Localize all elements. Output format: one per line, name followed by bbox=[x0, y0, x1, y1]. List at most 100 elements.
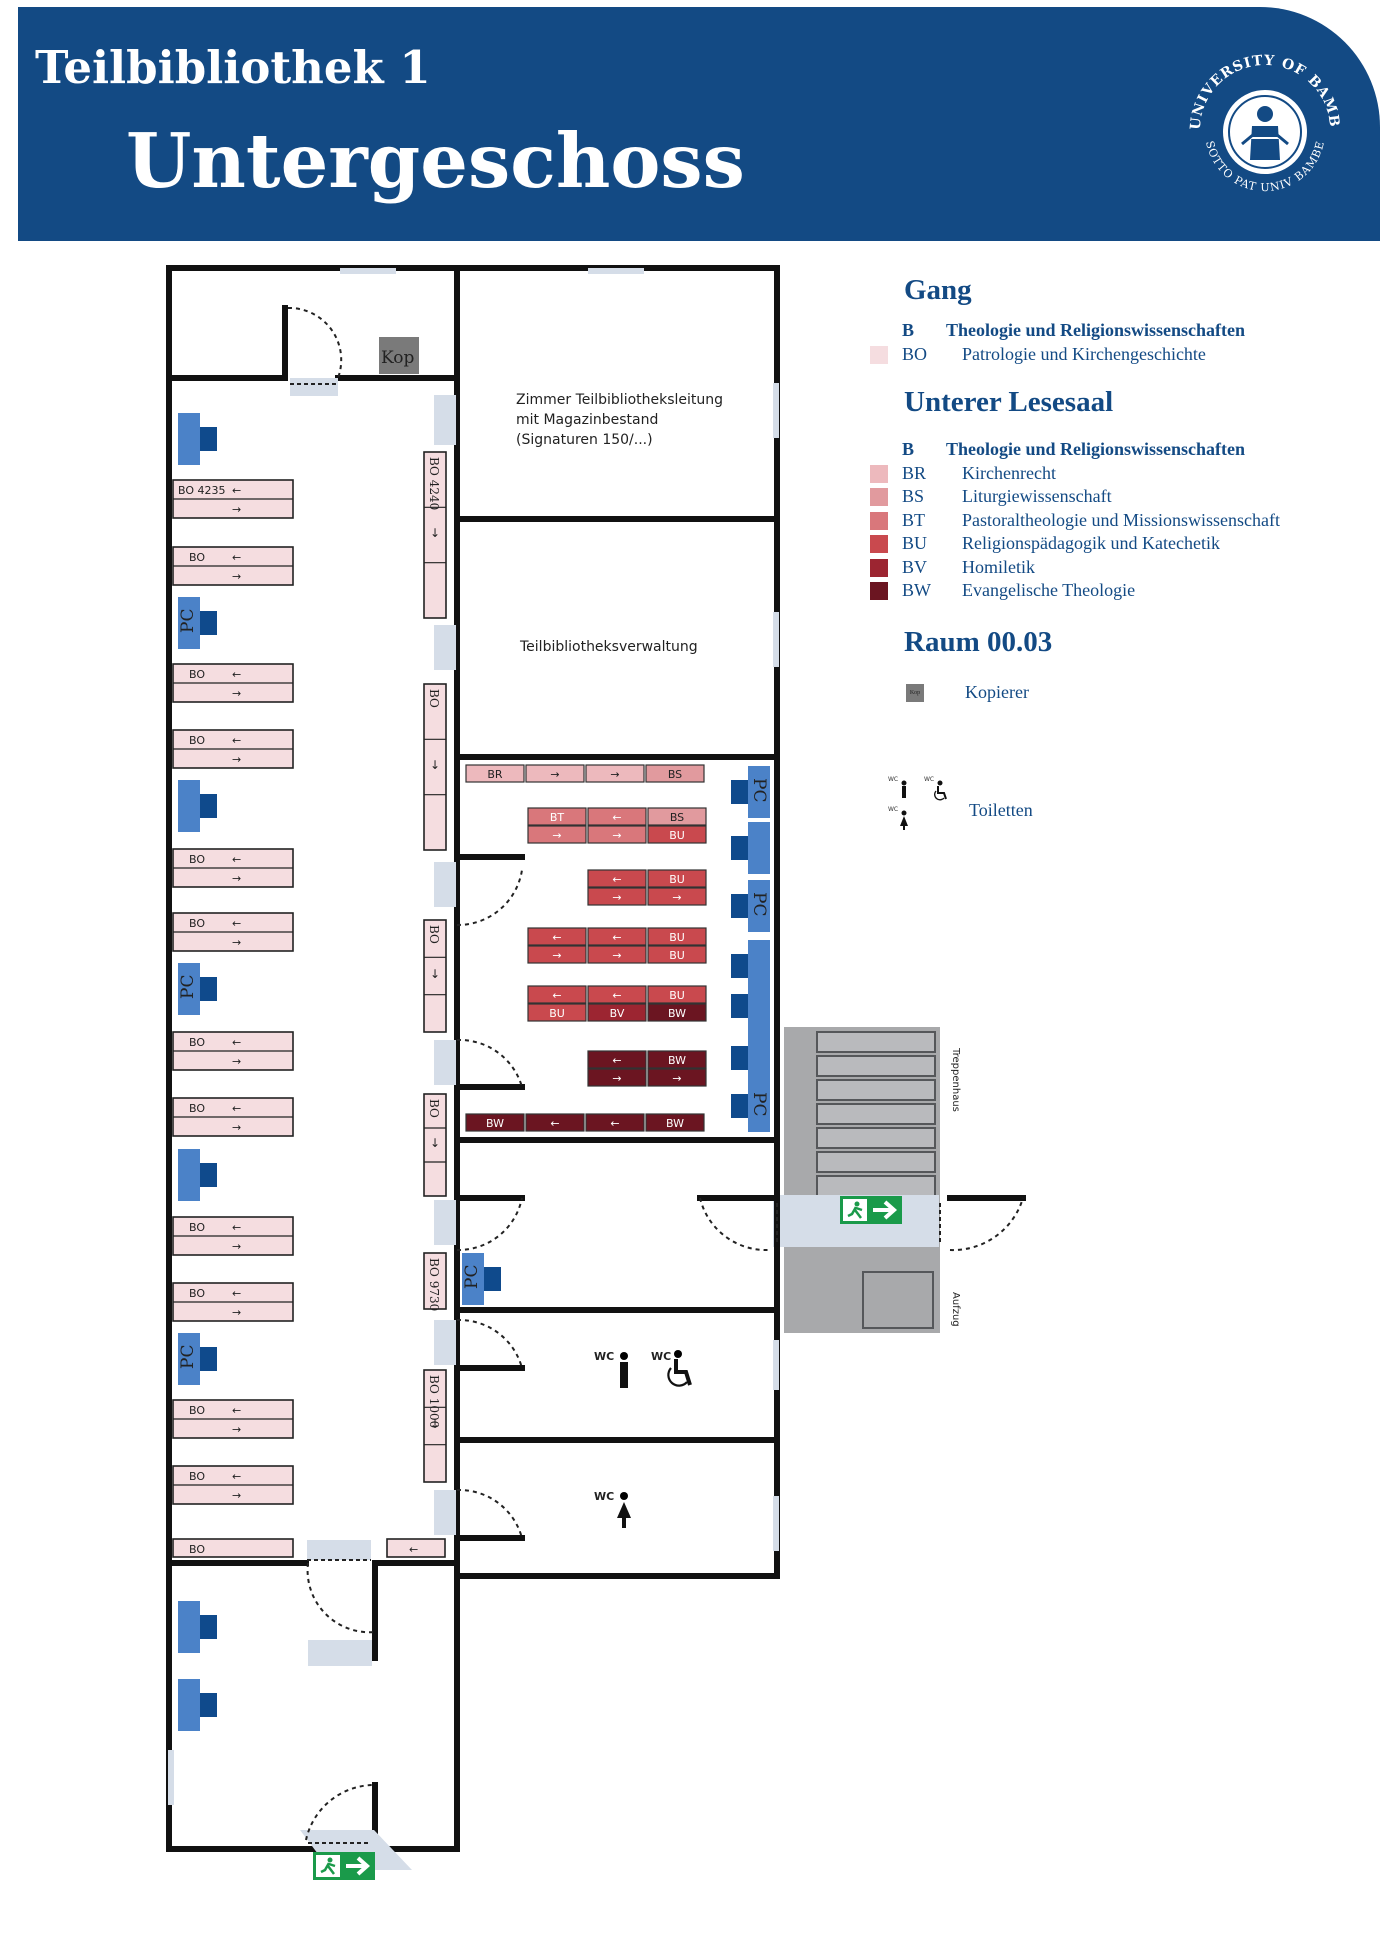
stair-step bbox=[816, 1151, 936, 1173]
shelf-label: → bbox=[612, 1072, 621, 1085]
shelf-label: ← bbox=[552, 931, 561, 944]
shelf-label: BV bbox=[610, 1007, 625, 1020]
toilet-icons bbox=[900, 780, 947, 830]
legend-label: Theologie und Religionswissenschaften bbox=[946, 439, 1246, 459]
bookshelf-bs bbox=[645, 764, 705, 783]
door-opening bbox=[434, 862, 456, 907]
pc-tower-icon bbox=[200, 1693, 217, 1717]
door-opening bbox=[434, 395, 456, 445]
bookshelf-bo-vertical bbox=[423, 919, 447, 1033]
legend-label: Homiletik bbox=[962, 557, 1035, 577]
shelf-arrow: ← bbox=[232, 917, 241, 930]
door-swing bbox=[305, 1783, 376, 1841]
shelf-label: → bbox=[552, 829, 561, 842]
bookshelf-bu bbox=[587, 945, 647, 964]
bookshelf-bu bbox=[647, 927, 707, 946]
shelf-arrow: → bbox=[232, 1055, 241, 1068]
shelf-label: BO bbox=[189, 1036, 205, 1049]
door-opening bbox=[773, 1340, 779, 1390]
pc-screen-icon bbox=[178, 1679, 200, 1731]
legend-code: B bbox=[902, 320, 915, 340]
shelf-label: BU bbox=[669, 829, 685, 842]
wc-accessible-icon bbox=[674, 1359, 692, 1386]
pc-label: PC bbox=[749, 892, 769, 916]
door-opening bbox=[168, 1750, 174, 1805]
room-label-leitung: (Signaturen 150/...) bbox=[516, 432, 653, 448]
shelf-label: BO 1000 bbox=[427, 1375, 441, 1428]
pc-label: PC bbox=[749, 1092, 769, 1116]
legend-swatch bbox=[870, 465, 888, 483]
emergency-exit-icon bbox=[346, 1856, 371, 1876]
bookshelf-bo-vertical bbox=[423, 1252, 447, 1310]
shelf-arrow: → bbox=[232, 1121, 241, 1134]
legend-code: BU bbox=[902, 533, 928, 553]
bookshelf-bu bbox=[587, 985, 647, 1004]
pc-label: PC bbox=[178, 975, 198, 999]
door-opening bbox=[434, 1040, 456, 1085]
bookshelf-bo-vertical bbox=[423, 451, 447, 619]
stair-step bbox=[816, 1103, 936, 1125]
legend-swatch bbox=[870, 582, 888, 600]
shelf-label: → bbox=[612, 949, 621, 962]
bookshelf-bu bbox=[527, 1003, 587, 1022]
shelf-label: BO bbox=[427, 925, 441, 944]
legend-label: Kirchenrecht bbox=[962, 463, 1056, 483]
pc-screen-icon bbox=[178, 413, 200, 465]
bookshelf-bw bbox=[587, 1068, 647, 1087]
shelf-arrow: ← bbox=[232, 853, 241, 866]
emergency-exit-icon bbox=[847, 1206, 863, 1219]
legend-heading-raum: Raum 00.03 bbox=[904, 626, 1053, 658]
wc-woman-icon bbox=[622, 1517, 626, 1528]
door-swing bbox=[456, 1318, 523, 1369]
door-opening bbox=[434, 1490, 456, 1535]
bookshelf-bu bbox=[647, 985, 707, 1004]
legend-label: Kopierer bbox=[965, 682, 1029, 702]
legend-code: B bbox=[902, 439, 915, 459]
door-swing bbox=[456, 1197, 523, 1252]
pc-tower-icon bbox=[200, 1163, 217, 1187]
wc-woman-icon bbox=[620, 1492, 628, 1500]
legend-code: BW bbox=[902, 580, 931, 600]
shelf-label: BO bbox=[189, 1287, 205, 1300]
bookshelf-bu bbox=[647, 887, 707, 906]
bookshelf-bw bbox=[645, 1113, 705, 1132]
pc-label: PC bbox=[178, 1345, 198, 1369]
door-opening bbox=[340, 268, 396, 274]
shelf-label: BU bbox=[669, 873, 685, 886]
pc-tower-icon bbox=[731, 780, 748, 804]
pc-tower-icon bbox=[731, 1094, 748, 1118]
shelf-label: BO 4235 bbox=[178, 484, 226, 497]
shelf-arrow: ↓ bbox=[430, 526, 440, 540]
door-opening bbox=[434, 1320, 456, 1365]
stair-step bbox=[816, 1031, 936, 1053]
door-opening bbox=[307, 1540, 371, 1560]
shelf-label: → bbox=[610, 768, 619, 781]
shelf-label: BO bbox=[427, 1099, 441, 1118]
shelf-label: BO bbox=[189, 1221, 205, 1234]
legend-swatch bbox=[870, 346, 888, 364]
bookshelf-bu bbox=[587, 927, 647, 946]
shelf-label: BU bbox=[549, 1007, 565, 1020]
bookshelf-bw bbox=[647, 1003, 707, 1022]
bookshelf-bv bbox=[587, 1003, 647, 1022]
emergency-exit-icon bbox=[854, 1201, 860, 1207]
bookshelf-bt bbox=[527, 825, 587, 844]
pc-label: PC bbox=[749, 778, 769, 802]
shelf-arrow: → bbox=[232, 1489, 241, 1502]
door-swing bbox=[456, 1488, 523, 1539]
bookshelf-bo-vertical bbox=[423, 683, 447, 851]
door-opening bbox=[773, 1496, 779, 1551]
bookshelf-bw bbox=[647, 1068, 707, 1087]
shelf-arrow: ← bbox=[409, 1543, 418, 1556]
header-banner: Teilbibliothek 1 Untergeschoss bbox=[18, 7, 1380, 241]
pc-screen-icon bbox=[178, 963, 200, 1015]
shelf-arrow: ← bbox=[232, 1221, 241, 1234]
copier-icon bbox=[379, 337, 419, 374]
shelf-label: BU bbox=[669, 989, 685, 1002]
bookshelf-bt bbox=[587, 807, 647, 826]
legend-label: Evangelische Theologie bbox=[962, 580, 1136, 600]
bookshelf-bw bbox=[585, 1113, 645, 1132]
shelf-label: BO bbox=[189, 1543, 205, 1556]
shelf-arrow: → bbox=[232, 1306, 241, 1319]
legend-label: Pastoraltheologie und Missionswissenscha… bbox=[962, 510, 1280, 530]
